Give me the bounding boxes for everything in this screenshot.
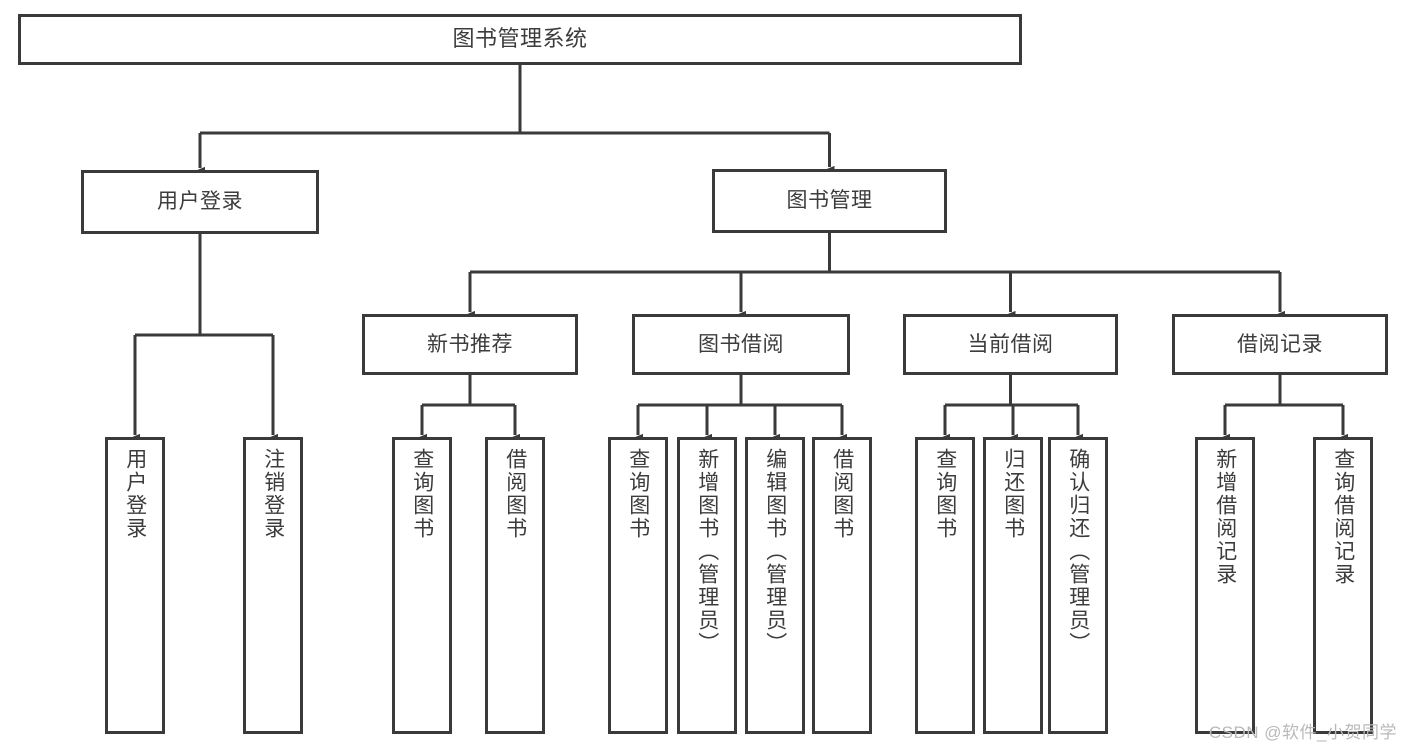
node-label-leaf-borrow-book-2: 借阅图书 (830, 448, 854, 540)
node-new-book-rec[interactable]: 新书推荐 (362, 314, 578, 375)
node-leaf-query-book-3[interactable]: 查询图书 (915, 437, 975, 734)
edge-group (129, 65, 1349, 443)
node-leaf-add-book[interactable]: 新增图书（管理员） (677, 437, 737, 734)
node-label-user-login: 用户登录 (157, 190, 243, 214)
node-label-leaf-query-record: 查询借阅记录 (1331, 448, 1355, 586)
node-label-root: 图书管理系统 (452, 26, 588, 52)
node-leaf-query-book-1[interactable]: 查询图书 (392, 437, 452, 734)
node-label-leaf-edit-book: 编辑图书（管理员） (763, 448, 787, 655)
node-label-borrow-record: 借阅记录 (1237, 332, 1323, 356)
node-label-leaf-user-login: 用户登录 (123, 448, 147, 540)
node-user-login[interactable]: 用户登录 (81, 170, 319, 234)
node-label-leaf-confirm-return: 确认归还（管理员） (1066, 448, 1090, 655)
node-leaf-query-book-2[interactable]: 查询图书 (608, 437, 668, 734)
node-label-leaf-user-logout: 注销登录 (261, 448, 285, 540)
node-label-leaf-add-book: 新增图书（管理员） (695, 448, 719, 655)
node-borrow-record[interactable]: 借阅记录 (1172, 314, 1388, 375)
node-leaf-return-book[interactable]: 归还图书 (983, 437, 1043, 734)
node-label-leaf-add-record: 新增借阅记录 (1213, 448, 1237, 586)
node-leaf-user-logout[interactable]: 注销登录 (243, 437, 303, 734)
node-leaf-borrow-book-1[interactable]: 借阅图书 (485, 437, 545, 734)
node-book-borrow[interactable]: 图书借阅 (632, 314, 850, 375)
node-leaf-query-record[interactable]: 查询借阅记录 (1313, 437, 1373, 734)
node-leaf-user-login[interactable]: 用户登录 (105, 437, 165, 734)
node-label-leaf-query-book-1: 查询图书 (410, 448, 434, 540)
node-leaf-edit-book[interactable]: 编辑图书（管理员） (745, 437, 805, 734)
node-label-book-manage: 图书管理 (786, 189, 873, 213)
node-label-leaf-query-book-3: 查询图书 (933, 448, 957, 540)
node-label-leaf-query-book-2: 查询图书 (626, 448, 650, 540)
node-label-leaf-return-book: 归还图书 (1001, 448, 1025, 540)
node-label-new-book-rec: 新书推荐 (427, 332, 513, 356)
node-label-book-borrow: 图书借阅 (698, 332, 784, 356)
node-leaf-add-record[interactable]: 新增借阅记录 (1195, 437, 1255, 734)
node-current-borrow[interactable]: 当前借阅 (903, 314, 1118, 375)
node-label-leaf-borrow-book-1: 借阅图书 (503, 448, 527, 540)
node-book-manage[interactable]: 图书管理 (712, 169, 947, 233)
node-label-current-borrow: 当前借阅 (967, 332, 1054, 356)
node-root[interactable]: 图书管理系统 (18, 14, 1022, 65)
node-leaf-confirm-return[interactable]: 确认归还（管理员） (1048, 437, 1108, 734)
node-leaf-borrow-book-2[interactable]: 借阅图书 (812, 437, 872, 734)
